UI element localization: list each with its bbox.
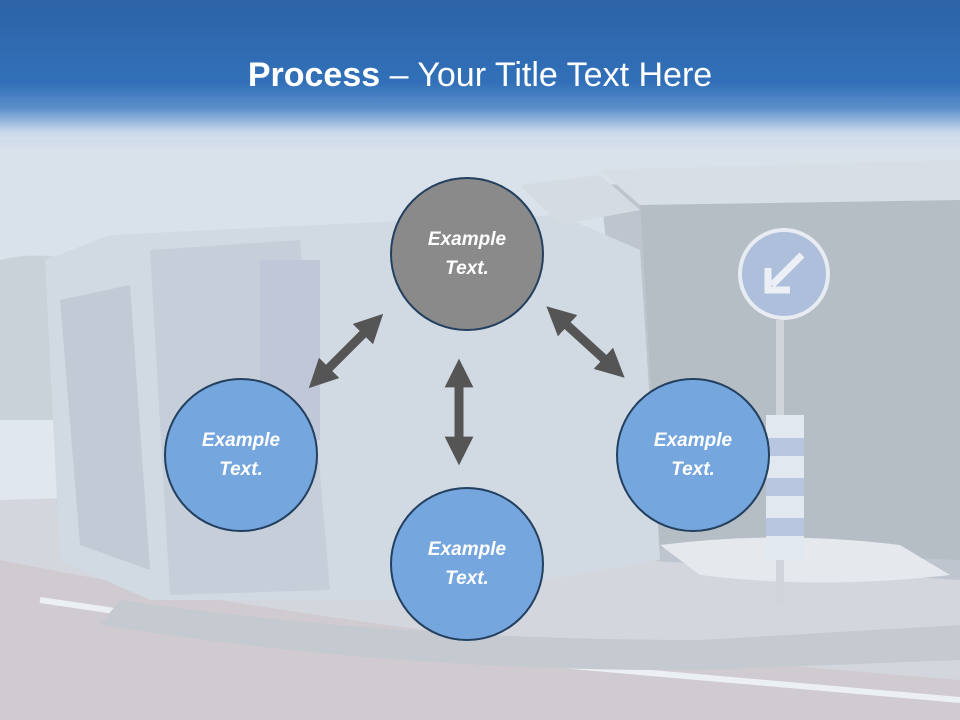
node-left-line1: Example [201,430,281,451]
node-left-line2: Text. [219,459,263,480]
node-right-line2: Text. [671,459,715,480]
node-top-line2: Text. [445,258,489,279]
node-bottom-line2: Text. [445,568,489,589]
node-top-line1: Example [427,229,507,250]
title-bold: Process [247,56,381,94]
title-rest: Your Title Text Here [417,56,713,94]
node-right-line1: Example [653,430,733,451]
node-bottom-line1: Example [427,539,507,560]
title-dash: – [380,56,418,94]
header-band [0,0,960,150]
slide-title[interactable]: Process – Your Title Text Here [0,52,960,98]
